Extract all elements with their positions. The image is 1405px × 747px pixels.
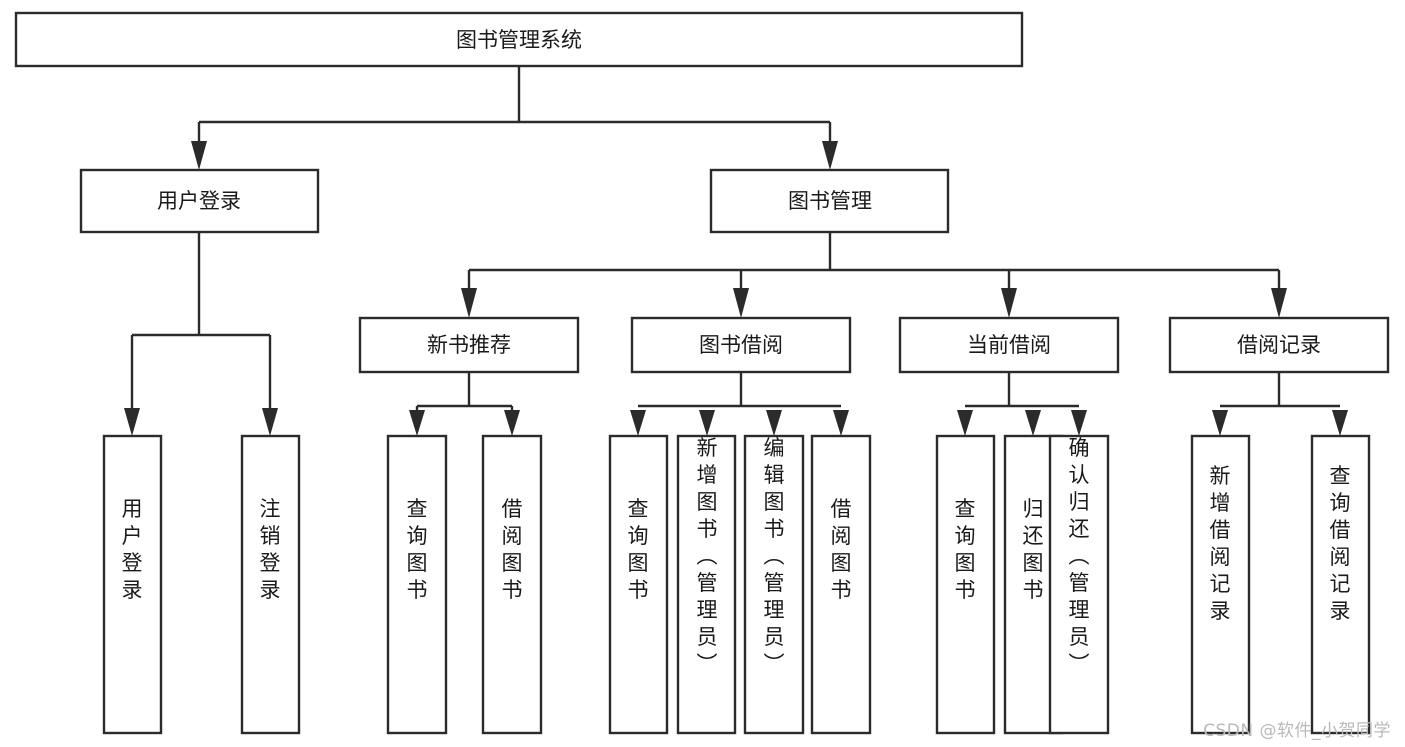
node-leaf-br-add-record-label: 新增借阅记录	[1210, 464, 1231, 623]
connector-group-borrow-record	[1212, 372, 1348, 436]
node-leaf-br-add-record-box[interactable]	[1190, 434, 1251, 735]
node-leaf-cb-return-book-label: 归还图书	[1023, 497, 1044, 602]
node-leaf-nb-borrow-book[interactable]: 借阅图书	[481, 434, 543, 735]
node-book-borrow-box[interactable]	[630, 316, 852, 374]
arrow-bb-leaf2	[699, 410, 715, 436]
connector-group-user-login	[124, 232, 278, 436]
node-leaf-bb-borrow-book[interactable]: 借阅图书	[810, 434, 872, 735]
arrow-nb-leaf1	[409, 410, 425, 436]
node-user-login-label: 用户登录	[157, 189, 241, 213]
node-leaf-cb-confirm-return-label: 确认归还︵管理员︶	[1069, 436, 1090, 676]
node-leaf-bb-query-book-label: 查询图书	[628, 497, 649, 602]
node-borrow-record-label: 借阅记录	[1237, 333, 1321, 357]
node-leaf-user-login[interactable]: 用户登录	[102, 434, 163, 735]
node-leaf-bb-edit-book[interactable]: 编辑图书︵管理员︶	[743, 434, 805, 735]
node-leaf-br-query-record-box[interactable]	[1310, 434, 1371, 735]
node-leaf-cb-confirm-return[interactable]: 确认归还︵管理员︶	[1048, 434, 1110, 735]
node-user-login-box[interactable]	[79, 168, 320, 234]
node-root-label: 图书管理系统	[456, 28, 582, 52]
node-leaf-br-query-record[interactable]: 查询借阅记录	[1310, 434, 1371, 735]
node-leaf-bb-add-book-box[interactable]	[676, 434, 737, 735]
connector-group-book-mgmt	[461, 232, 1287, 318]
arrow-cb-leaf3	[1071, 410, 1087, 436]
arrow-nb-leaf2	[504, 410, 520, 436]
connector-group-current-borrow	[957, 372, 1087, 436]
node-leaf-logout-label: 注销登录	[260, 497, 281, 602]
node-root[interactable]: 图书管理系统	[14, 11, 1024, 68]
node-current-borrow[interactable]: 当前借阅	[898, 316, 1120, 374]
arrow-ul-leaf1	[124, 408, 140, 436]
node-leaf-bb-add-book-label: 新增图书︵管理员︶	[697, 436, 718, 676]
node-leaf-logout-box[interactable]	[240, 434, 301, 735]
arrow-ul-leaf2	[262, 408, 278, 436]
arrow-bb-leaf3	[766, 410, 782, 436]
node-leaf-bb-query-book-box[interactable]	[608, 434, 669, 735]
node-leaf-logout[interactable]: 注销登录	[240, 434, 301, 735]
node-leaf-bb-edit-book-box[interactable]	[743, 434, 805, 735]
node-leaf-cb-query-book-label: 查询图书	[955, 497, 976, 602]
arrow-bb-leaf1	[630, 410, 646, 436]
node-user-login[interactable]: 用户登录	[79, 168, 320, 234]
node-current-borrow-box[interactable]	[898, 316, 1120, 374]
node-leaf-cb-query-book-box[interactable]	[935, 434, 996, 735]
node-leaf-bb-borrow-book-box[interactable]	[810, 434, 872, 735]
node-leaf-br-query-record-label: 查询借阅记录	[1330, 464, 1351, 623]
node-leaf-nb-borrow-book-label: 借阅图书	[502, 497, 523, 602]
node-leaf-cb-query-book[interactable]: 查询图书	[935, 434, 996, 735]
arrow-bm-to-current-borrow	[1001, 288, 1017, 318]
arrow-root-to-book-mgmt	[822, 141, 838, 170]
node-borrow-record-box[interactable]	[1168, 316, 1390, 374]
arrow-root-to-user-login	[191, 141, 207, 170]
watermark: CSDN @软件_小贺同学	[1203, 721, 1391, 741]
node-book-management-box[interactable]	[709, 168, 950, 234]
node-leaf-bb-query-book[interactable]: 查询图书	[608, 434, 669, 735]
node-leaf-cb-confirm-return-box[interactable]	[1048, 434, 1110, 735]
node-leaf-user-login-box[interactable]	[102, 434, 163, 735]
node-leaf-nb-query-book-label: 查询图书	[407, 497, 428, 602]
node-leaf-bb-borrow-book-label: 借阅图书	[831, 497, 852, 602]
node-book-borrow-label: 图书借阅	[699, 333, 783, 357]
node-book-management[interactable]: 图书管理	[709, 168, 950, 234]
node-root-box[interactable]	[14, 11, 1024, 68]
node-new-book-recommend-box[interactable]	[358, 316, 580, 374]
node-leaf-br-add-record[interactable]: 新增借阅记录	[1190, 434, 1251, 735]
node-leaf-nb-query-book-box[interactable]	[386, 434, 448, 735]
arrow-cb-leaf2	[1025, 410, 1041, 436]
arrow-cb-leaf1	[957, 410, 973, 436]
node-book-management-label: 图书管理	[788, 189, 872, 213]
node-leaf-user-login-label: 用户登录	[122, 497, 143, 602]
arrow-bb-leaf4	[833, 410, 849, 436]
node-current-borrow-label: 当前借阅	[967, 333, 1051, 357]
node-leaf-nb-query-book[interactable]: 查询图书	[386, 434, 448, 735]
node-new-book-recommend[interactable]: 新书推荐	[358, 316, 580, 374]
arrow-br-leaf1	[1212, 410, 1228, 436]
node-borrow-record[interactable]: 借阅记录	[1168, 316, 1390, 374]
arrow-bm-to-borrow-record	[1271, 288, 1287, 318]
connector-group-new-book	[409, 372, 520, 436]
arrow-br-leaf2	[1332, 410, 1348, 436]
node-leaf-nb-borrow-book-box[interactable]	[481, 434, 543, 735]
node-leaf-bb-edit-book-label: 编辑图书︵管理员︶	[764, 436, 785, 676]
connector-group-root	[191, 66, 838, 170]
arrow-bm-to-book-borrow	[733, 288, 749, 318]
node-leaf-bb-add-book[interactable]: 新增图书︵管理员︶	[676, 434, 737, 735]
connector-group-book-borrow	[630, 372, 849, 436]
arrow-bm-to-new-book	[461, 288, 477, 318]
node-book-borrow[interactable]: 图书借阅	[630, 316, 852, 374]
node-new-book-recommend-label: 新书推荐	[427, 333, 511, 357]
